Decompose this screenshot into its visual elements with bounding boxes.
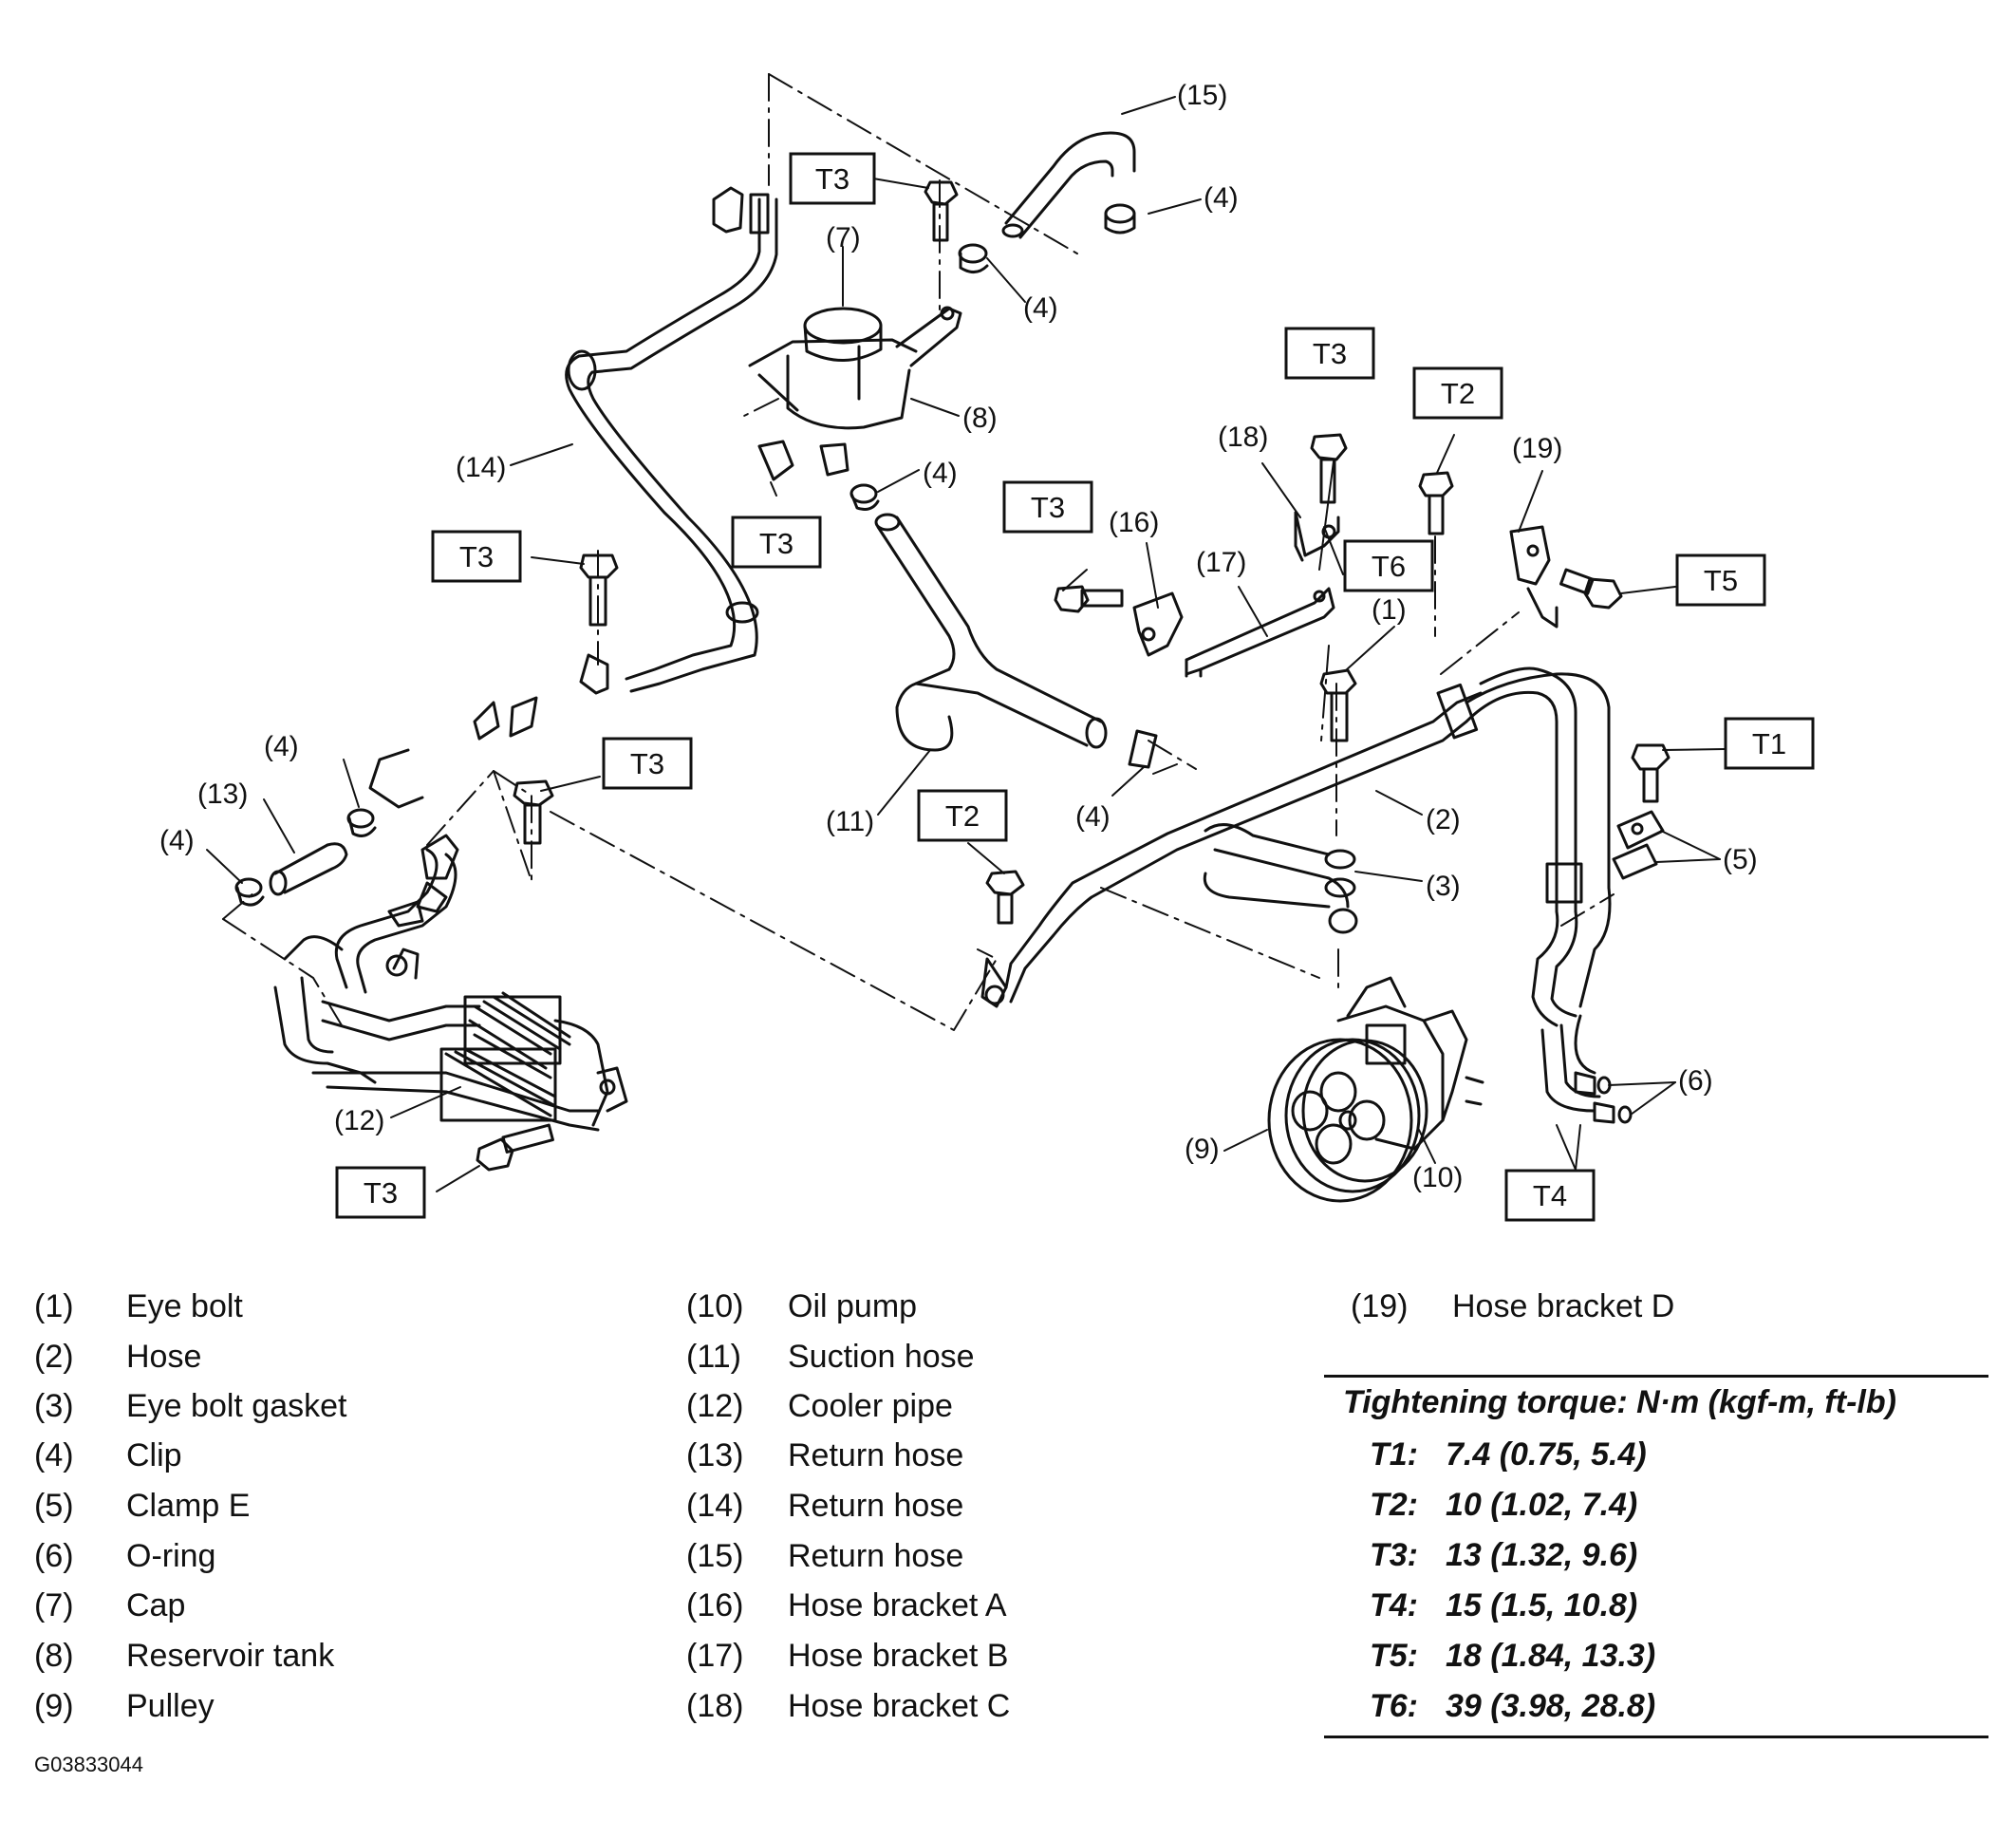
torque-table-top-rule <box>1324 1375 1988 1378</box>
torque-box-t3-left: T3 <box>431 530 522 583</box>
torque-box-t3-reservoir: T3 <box>731 516 822 569</box>
callout-14: (14) <box>456 452 506 483</box>
hose-bracket-b <box>1185 587 1335 678</box>
left-hose-clamps <box>368 653 609 809</box>
callout-6: (6) <box>1678 1065 1713 1097</box>
return-hose-14 <box>565 186 778 693</box>
torque-table-bottom-rule <box>1324 1736 1988 1738</box>
eye-bolt <box>1319 668 1357 742</box>
return-hose-15 <box>1001 131 1136 239</box>
callout-17: (17) <box>1196 547 1246 578</box>
clamp-e <box>1612 810 1665 880</box>
svg-text:T3: T3 <box>459 540 494 573</box>
clips-return-hose-13 <box>234 808 377 907</box>
hose-bracket-c <box>1294 511 1340 562</box>
clip-top-right <box>1104 203 1136 235</box>
svg-text:T2: T2 <box>1441 377 1475 410</box>
callout-4-left-upper: (4) <box>264 731 299 762</box>
torque-box-t6: T6 <box>1343 539 1434 592</box>
callout-19: (19) <box>1512 433 1562 464</box>
torque-box-t4: T4 <box>1504 1169 1596 1222</box>
torque-table-title: Tightening torque: N·m (kgf-m, ft-lb) <box>1343 1384 1896 1420</box>
torque-box-t5: T5 <box>1675 554 1766 607</box>
leader-lines <box>206 96 1726 1192</box>
callout-4-left-lower: (4) <box>159 825 195 856</box>
svg-text:T3: T3 <box>815 162 849 196</box>
cooler-pipe <box>273 848 628 1132</box>
bolt-lower-left <box>476 1123 554 1172</box>
callout-7: (7) <box>826 222 861 253</box>
reference-lines <box>222 73 1615 1031</box>
bolt-t2-upper <box>1418 471 1454 535</box>
callout-4-reservoir: (4) <box>1023 292 1058 324</box>
svg-text:T3: T3 <box>1031 491 1065 524</box>
svg-text:T3: T3 <box>364 1176 398 1210</box>
svg-text:T6: T6 <box>1372 550 1406 583</box>
bolt-left-hose <box>579 554 619 627</box>
svg-text:T3: T3 <box>1313 337 1347 370</box>
eye-bolt-gaskets <box>1324 849 1356 898</box>
callout-4-under-reservoir: (4) <box>923 458 958 489</box>
callout-18: (18) <box>1218 422 1268 453</box>
callout-16: (16) <box>1109 507 1159 538</box>
torque-box-t3-bottom: T3 <box>335 1166 426 1219</box>
callout-1: (1) <box>1372 594 1407 626</box>
callout-10: (10) <box>1412 1162 1463 1193</box>
bolt-t5 <box>1559 568 1623 610</box>
torque-box-t3-bracket-a: T3 <box>1002 480 1093 534</box>
reservoir-cap <box>803 307 883 362</box>
torque-box-t3-cooler: T3 <box>602 737 693 790</box>
reservoir-nipples <box>757 440 849 481</box>
bolt-reservoir-top <box>924 180 959 242</box>
callout-11: (11) <box>826 806 874 837</box>
reservoir-tank <box>748 306 962 430</box>
bolt-t1 <box>1631 743 1671 803</box>
clip-suction-hose <box>1128 729 1158 769</box>
callout-2: (2) <box>1426 804 1461 835</box>
callout-8: (8) <box>962 403 998 434</box>
torque-box-t1: T1 <box>1724 717 1815 770</box>
pulley <box>1267 1038 1428 1203</box>
torque-box-t2-upper: T2 <box>1412 366 1503 420</box>
callout-4-suction: (4) <box>1075 801 1111 833</box>
callout-3: (3) <box>1426 871 1461 902</box>
svg-text:T3: T3 <box>630 747 664 780</box>
figure-id: G03833044 <box>34 1753 143 1776</box>
oil-pump <box>1336 976 1484 1151</box>
torque-box-t3-top: T3 <box>789 152 876 205</box>
torque-box-t2-lower: T2 <box>917 789 1008 842</box>
return-hose-13 <box>269 842 348 896</box>
svg-text:T1: T1 <box>1752 727 1786 760</box>
clip-under-reservoir <box>849 483 880 511</box>
callout-4-top-right: (4) <box>1204 182 1239 214</box>
callout-15: (15) <box>1177 80 1227 111</box>
bolt-cooler-bracket <box>513 779 554 845</box>
svg-text:T4: T4 <box>1533 1179 1567 1212</box>
callout-5: (5) <box>1723 844 1758 875</box>
pressure-hose <box>980 666 1612 1113</box>
svg-text:T3: T3 <box>759 527 793 560</box>
callout-13: (13) <box>197 779 248 810</box>
callout-12: (12) <box>334 1105 384 1136</box>
bolt-t3-bracket-a <box>1054 585 1124 613</box>
hose-bracket-d <box>1509 525 1559 629</box>
callout-9: (9) <box>1185 1134 1220 1165</box>
bolt-t2-left <box>985 870 1025 925</box>
clip-reservoir <box>958 243 989 273</box>
cooler-bracket <box>387 834 459 928</box>
cooler-fins-lower <box>439 1047 557 1122</box>
o-rings <box>1574 1071 1633 1124</box>
cooler-fins-upper <box>463 991 571 1079</box>
svg-text:T5: T5 <box>1704 564 1738 597</box>
hose-bracket-a <box>1132 591 1184 657</box>
suction-hose <box>874 513 1108 752</box>
svg-text:T2: T2 <box>945 799 980 833</box>
torque-box-t3-bracket-c: T3 <box>1284 327 1375 380</box>
